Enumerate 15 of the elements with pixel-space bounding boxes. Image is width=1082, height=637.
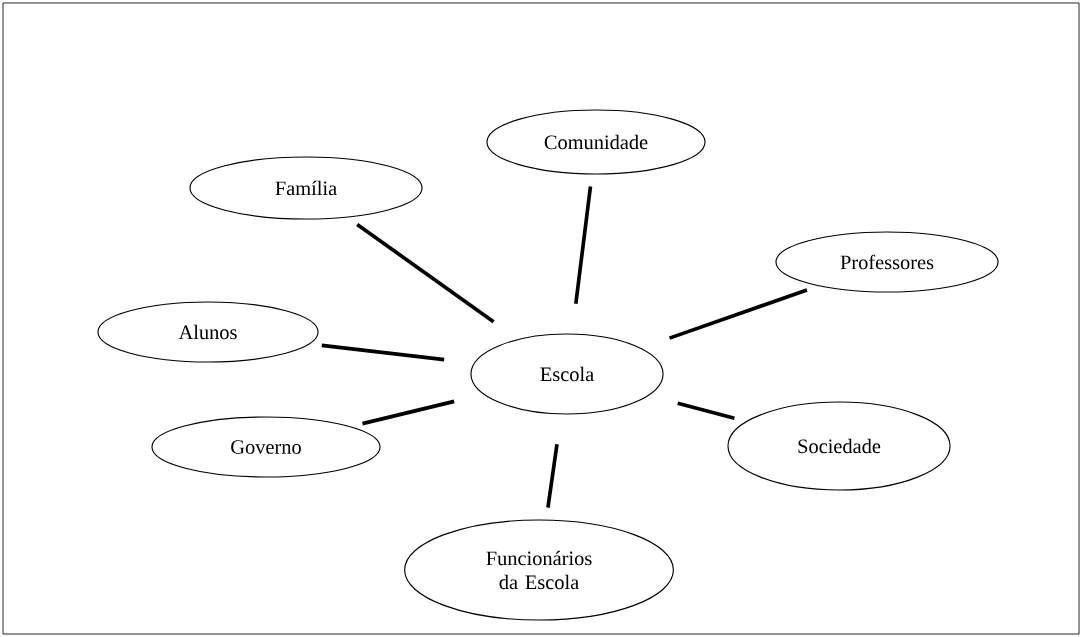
ellipse-node: Sociedade	[727, 401, 951, 491]
connector-line	[677, 401, 735, 421]
connector-line	[362, 399, 455, 426]
connector-line	[668, 288, 808, 340]
ellipse-node: Governo	[151, 416, 381, 478]
connector-line	[574, 186, 593, 304]
ellipse-node: Alunos	[97, 301, 319, 363]
ellipse-node: Família	[189, 156, 423, 220]
ellipse-node: Comunidade	[486, 109, 706, 175]
connector-line	[356, 223, 495, 324]
ellipse-node: Professores	[775, 231, 999, 293]
connector-line	[546, 443, 559, 508]
ellipse-node: Escola	[470, 333, 664, 415]
ellipse-node: Funcionários da Escola	[404, 519, 674, 621]
connector-line	[321, 343, 445, 362]
